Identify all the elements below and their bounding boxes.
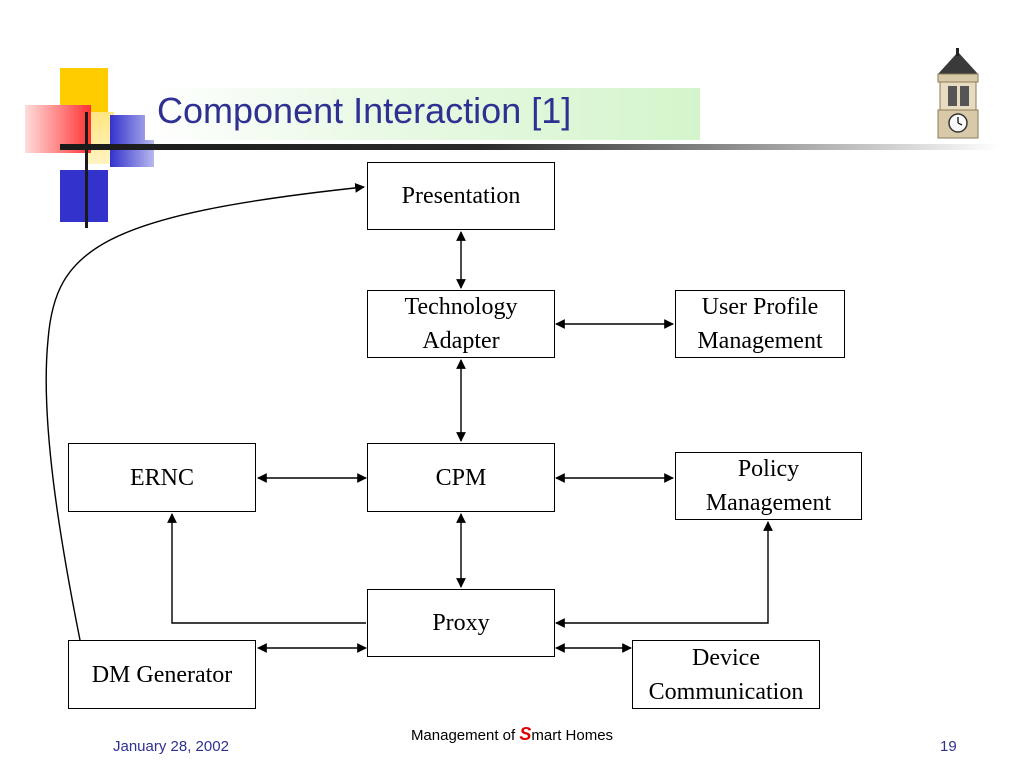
decor-vertical-line: [85, 112, 88, 228]
node-device-communication[interactable]: Device Communication: [632, 640, 820, 709]
node-user-profile-management[interactable]: User Profile Management: [675, 290, 845, 358]
footer-title: Management of Smart Homes: [0, 724, 1024, 745]
node-dm-generator[interactable]: DM Generator: [68, 640, 256, 709]
footer-s-letter: S: [519, 724, 532, 744]
edge-proxy-ernc: [167, 513, 366, 624]
decor-blue-square: [60, 170, 108, 222]
clock-tower-icon: [918, 48, 998, 140]
node-ernc[interactable]: ERNC: [68, 443, 256, 512]
node-proxy[interactable]: Proxy: [367, 589, 555, 657]
title-rule: [60, 144, 1000, 150]
title-background: [145, 88, 700, 140]
page-number: 19: [940, 738, 957, 755]
footer-suffix: mart Homes: [531, 727, 614, 744]
page-title: Component Interaction [1]: [157, 90, 572, 131]
node-technology-adapter[interactable]: Technology Adapter: [367, 290, 555, 358]
edge-proxy-policy: [555, 521, 773, 628]
footer-prefix: Management of: [410, 727, 520, 744]
footer-date: January 28, 2002: [113, 738, 229, 755]
decor-yellow-square-light: [88, 112, 114, 164]
edge-dm-generator-presentation: [45, 183, 365, 641]
node-policy-management[interactable]: Policy Management: [675, 452, 862, 520]
node-presentation[interactable]: Presentation: [367, 162, 555, 230]
node-cpm[interactable]: CPM: [367, 443, 555, 512]
